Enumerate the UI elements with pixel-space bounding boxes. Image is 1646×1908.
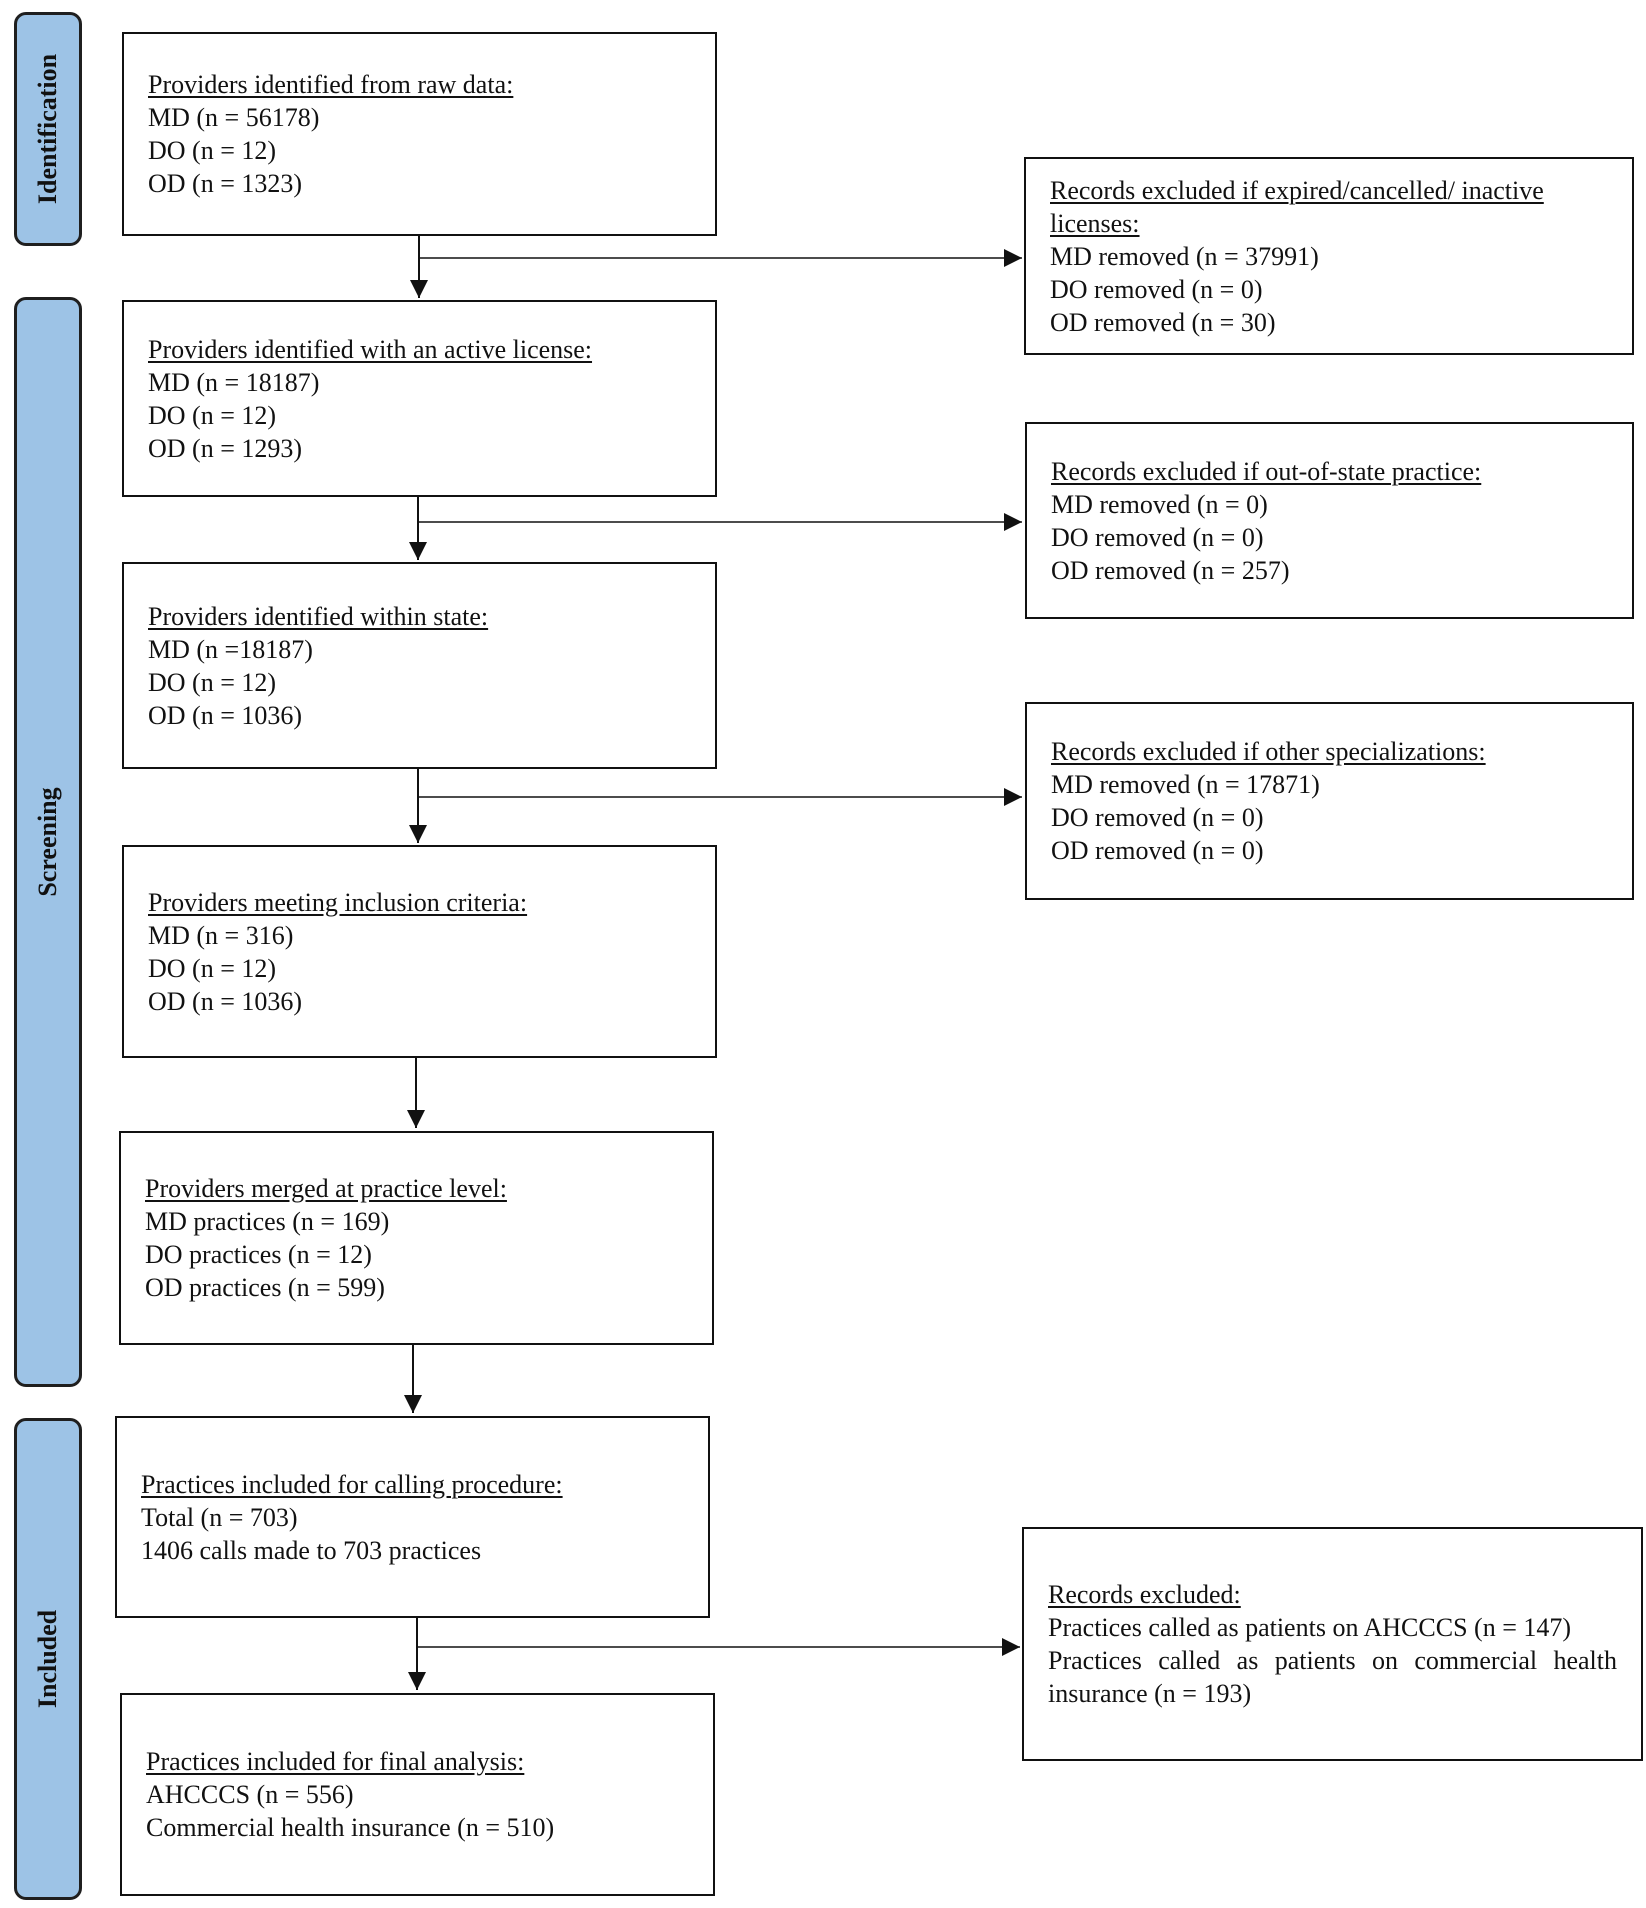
box-excluded-specializations-line: DO removed (n = 0) [1051, 803, 1264, 832]
box-final-analysis: Practices included for final analysis: A… [120, 1693, 715, 1896]
box-active-license-line: DO (n = 12) [148, 400, 277, 430]
box-excluded-licenses-line: MD removed (n = 37991) [1050, 241, 1319, 271]
box-excluded-specializations-line: MD removed (n = 17871) [1051, 770, 1320, 799]
box-active-license: Providers identified with an active lice… [122, 300, 717, 497]
box-excluded-licenses-heading: Records excluded if expired/cancelled/ i… [1050, 175, 1544, 238]
box-raw-data-line: OD (n = 1323) [148, 169, 303, 198]
box-excluded-out-of-state: Records excluded if out-of-state practic… [1025, 422, 1634, 619]
box-excluded-licenses-line: DO removed (n = 0) [1050, 274, 1263, 304]
box-excluded-calls: Records excluded: Practices called as pa… [1022, 1527, 1643, 1761]
box-inclusion-criteria-line: MD (n = 316) [148, 920, 294, 950]
box-calling-procedure-line: Total (n = 703) [141, 1502, 298, 1532]
box-within-state-heading: Providers identified within state: [148, 601, 489, 631]
box-within-state-line: MD (n =18187) [148, 634, 313, 664]
box-within-state-line: OD (n = 1036) [148, 700, 303, 730]
box-calling-procedure: Practices included for calling procedure… [115, 1416, 710, 1618]
box-excluded-licenses: Records excluded if expired/cancelled/ i… [1024, 157, 1634, 355]
box-final-analysis-line: Commercial health insurance (n = 510) [146, 1813, 555, 1842]
box-final-analysis-heading: Practices included for final analysis: [146, 1747, 525, 1776]
box-inclusion-criteria-heading: Providers meeting inclusion criteria: [148, 887, 528, 917]
phase-bar-identification: Identification [14, 12, 82, 246]
phase-bar-screening: Screening [14, 297, 82, 1387]
box-inclusion-criteria-line: OD (n = 1036) [148, 986, 303, 1016]
box-practice-level-heading: Providers merged at practice level: [145, 1174, 507, 1203]
box-calling-procedure-line: 1406 calls made to 703 practices [141, 1535, 482, 1565]
box-excluded-licenses-line: OD removed (n = 30) [1050, 307, 1276, 337]
box-excluded-out-of-state-line: MD removed (n = 0) [1051, 489, 1268, 519]
box-excluded-out-of-state-heading: Records excluded if out-of-state practic… [1051, 456, 1482, 486]
box-raw-data: Providers identified from raw data: MD (… [122, 32, 717, 236]
box-excluded-calls-line: Practices called as patients on commerci… [1048, 1646, 1617, 1708]
box-inclusion-criteria-line: DO (n = 12) [148, 953, 277, 983]
box-practice-level-line: DO practices (n = 12) [145, 1240, 372, 1269]
box-calling-procedure-heading: Practices included for calling procedure… [141, 1469, 563, 1499]
box-within-state: Providers identified within state: MD (n… [122, 562, 717, 769]
box-excluded-specializations-line: OD removed (n = 0) [1051, 836, 1264, 865]
box-excluded-specializations-heading: Records excluded if other specialization… [1051, 737, 1486, 766]
box-practice-level: Providers merged at practice level: MD p… [119, 1131, 714, 1345]
box-excluded-out-of-state-line: OD removed (n = 257) [1051, 555, 1290, 585]
box-excluded-specializations: Records excluded if other specialization… [1025, 702, 1634, 900]
box-excluded-out-of-state-line: DO removed (n = 0) [1051, 522, 1264, 552]
box-excluded-calls-heading: Records excluded: [1048, 1580, 1241, 1609]
box-practice-level-line: MD practices (n = 169) [145, 1207, 390, 1236]
box-excluded-calls-line: Practices called as patients on AHCCCS (… [1048, 1613, 1572, 1642]
box-active-license-line: MD (n = 18187) [148, 367, 320, 397]
box-raw-data-heading: Providers identified from raw data: [148, 70, 514, 99]
box-final-analysis-line: AHCCCS (n = 556) [146, 1780, 354, 1809]
phase-bar-included: Included [14, 1418, 82, 1900]
box-raw-data-line: MD (n = 56178) [148, 103, 320, 132]
box-practice-level-line: OD practices (n = 599) [145, 1273, 385, 1302]
box-inclusion-criteria: Providers meeting inclusion criteria: MD… [122, 845, 717, 1058]
box-active-license-heading: Providers identified with an active lice… [148, 334, 593, 364]
box-active-license-line: OD (n = 1293) [148, 433, 303, 463]
box-within-state-line: DO (n = 12) [148, 667, 277, 697]
box-raw-data-line: DO (n = 12) [148, 136, 277, 165]
